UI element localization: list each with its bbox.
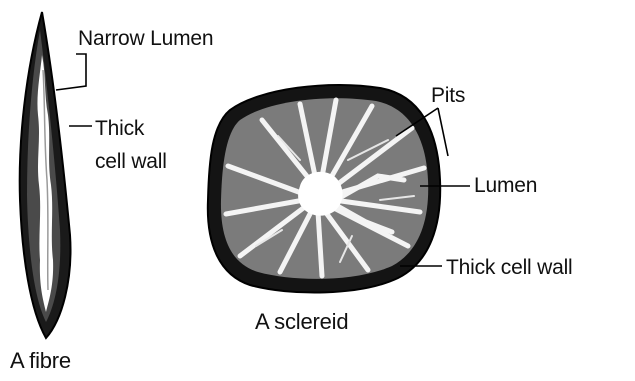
lumen-label: Lumen bbox=[474, 174, 537, 197]
sclereid-caption: A sclereid bbox=[255, 310, 348, 333]
fibre-caption: A fibre bbox=[10, 349, 71, 372]
fibre-leader-lines bbox=[56, 54, 92, 126]
thick-cell-wall-label-line2: cell wall bbox=[95, 150, 167, 173]
narrow-lumen-label: Narrow Lumen bbox=[78, 27, 213, 50]
pits-leader-2 bbox=[438, 108, 448, 156]
thick-cell-wall-label-line1: Thick bbox=[95, 117, 144, 140]
sclereid-lumen bbox=[298, 172, 342, 216]
sclereid-cell bbox=[208, 85, 440, 293]
pits-label: Pits bbox=[431, 84, 465, 107]
narrow-lumen-leader bbox=[56, 54, 86, 90]
sclereid-thick-cell-wall-label: Thick cell wall bbox=[446, 256, 573, 279]
fibre-cell bbox=[20, 12, 71, 338]
